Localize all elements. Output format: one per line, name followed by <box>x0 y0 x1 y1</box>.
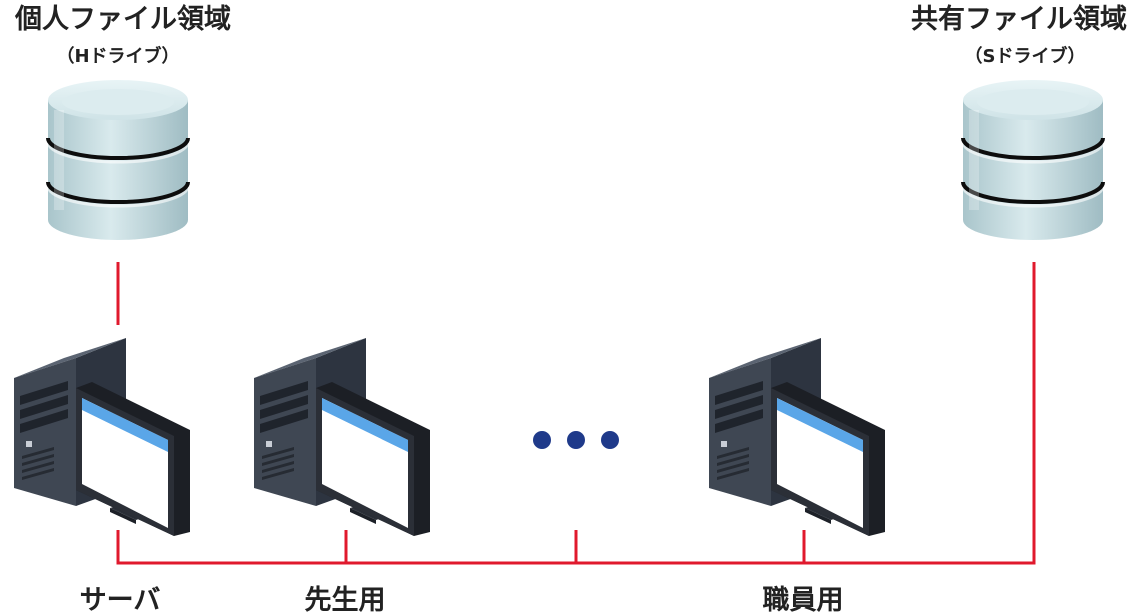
staff-label: 職員用 <box>763 585 844 615</box>
personal-storage-subtitle: （Hドライブ） <box>56 45 179 67</box>
personal-storage-title: 個人ファイル領域 <box>14 3 231 35</box>
shared-storage-subtitle: （Sドライブ） <box>965 45 1086 67</box>
teacher-computer-icon <box>254 338 430 536</box>
staff-computer-icon <box>709 338 885 536</box>
server-label: サーバ <box>80 585 161 615</box>
ellipsis-icon <box>533 431 619 449</box>
teacher-label: 先生用 <box>305 585 386 615</box>
personal-database-icon <box>46 78 190 242</box>
network-connection-lines <box>116 262 1036 565</box>
shared-storage-title: 共有ファイル領域 <box>911 3 1127 35</box>
server-computer-icon <box>14 338 190 536</box>
shared-database-icon <box>961 78 1105 242</box>
